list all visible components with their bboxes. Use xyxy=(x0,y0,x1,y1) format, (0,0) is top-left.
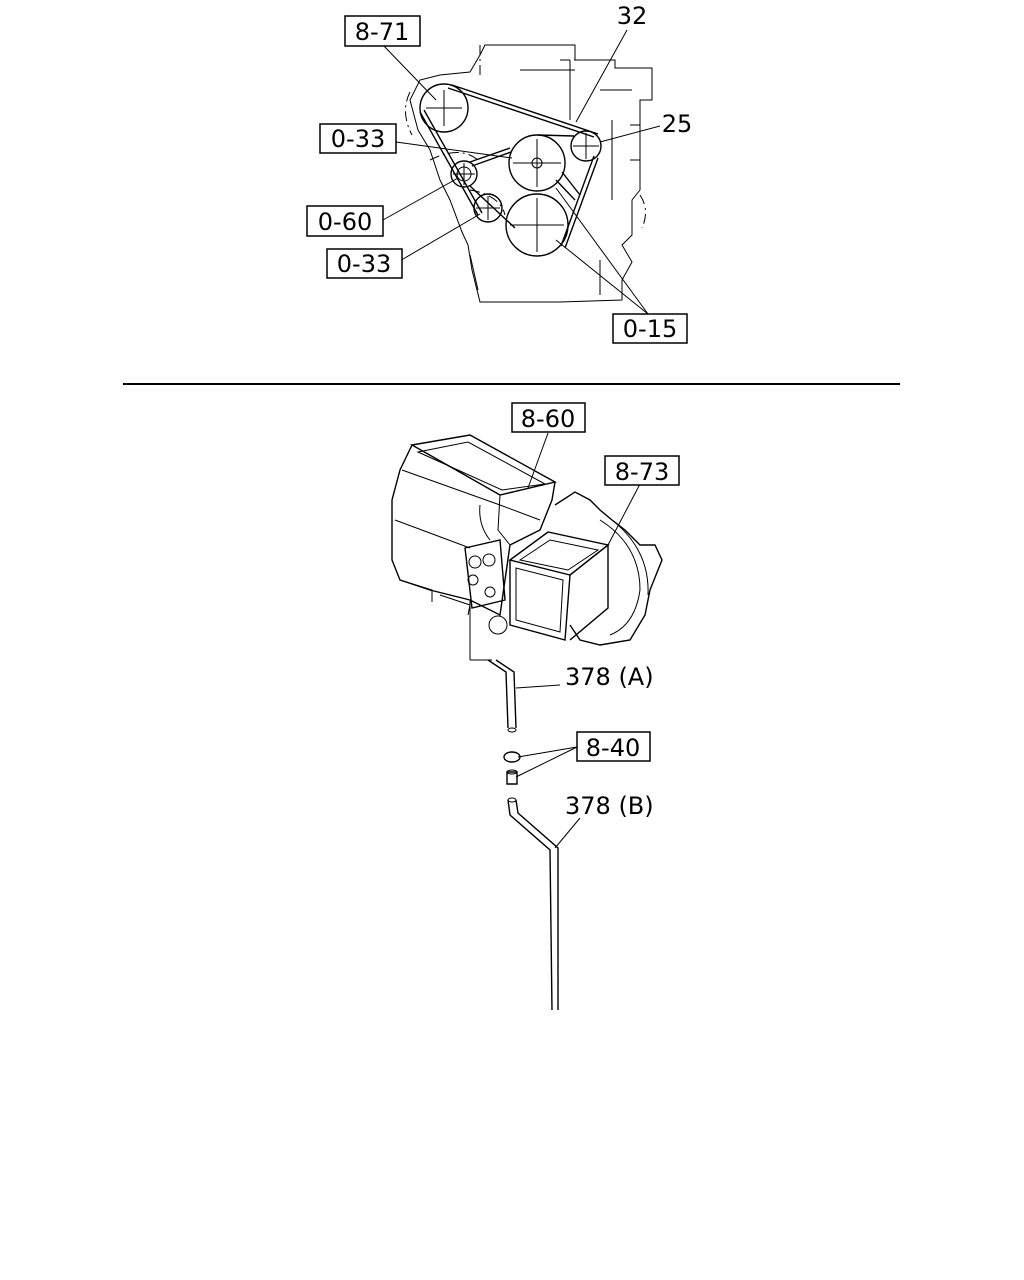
callout-text: 378 (B) xyxy=(565,792,654,820)
callout-378a: 378 (A) xyxy=(565,663,654,691)
callout-text: 378 (A) xyxy=(565,663,654,691)
drain-hose-b-drawing xyxy=(507,797,559,1011)
drain-hose-a-drawing xyxy=(470,659,517,733)
engine-belt-drive-drawing xyxy=(405,44,653,303)
callout-text: 8-60 xyxy=(521,405,575,433)
callout-text: 32 xyxy=(617,2,648,30)
callout-text: 0-60 xyxy=(318,208,372,236)
callout-8-71: 8-71 xyxy=(344,15,421,47)
callout-0-33-bottom: 0-33 xyxy=(326,248,403,279)
callout-text: 8-71 xyxy=(355,18,409,46)
upper-leader-lines xyxy=(382,29,661,315)
callout-text: 0-15 xyxy=(623,315,677,343)
callout-0-60: 0-60 xyxy=(306,205,384,237)
callout-25: 25 xyxy=(662,110,693,138)
callout-8-40: 8-40 xyxy=(576,731,651,762)
callout-32: 32 xyxy=(617,2,648,30)
callout-text: 8-40 xyxy=(586,734,640,762)
callout-0-33-top: 0-33 xyxy=(319,123,397,154)
lower-leader-lines xyxy=(515,432,641,849)
callout-text: 0-33 xyxy=(331,125,385,153)
callout-378b: 378 (B) xyxy=(565,792,654,820)
callout-0-15: 0-15 xyxy=(612,313,688,344)
callout-text: 25 xyxy=(662,110,693,138)
callout-8-60: 8-60 xyxy=(511,402,586,433)
callout-text: 0-33 xyxy=(337,250,391,278)
clamp-parts-drawing xyxy=(503,751,521,785)
callout-text: 8-73 xyxy=(615,458,669,486)
callout-8-73: 8-73 xyxy=(604,455,680,486)
